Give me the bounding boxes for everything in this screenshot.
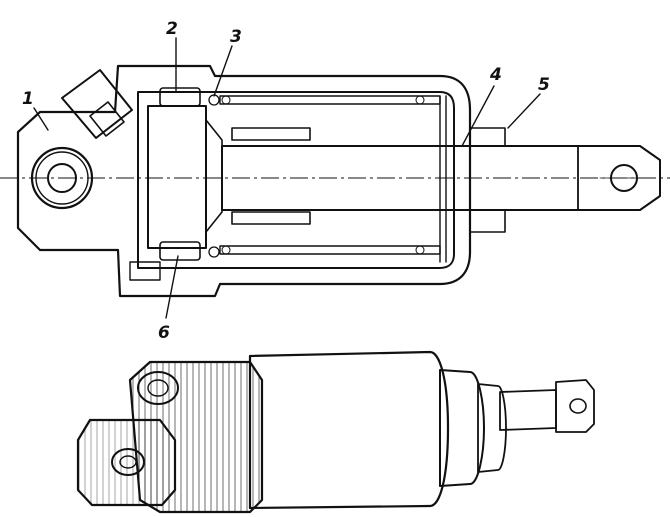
rod-gland [469,127,506,147]
o-ring-bottom [208,246,220,258]
callout-4: 4 [489,65,502,85]
spring-top [219,95,447,263]
step-collar [477,383,507,473]
piston-rod [221,145,661,211]
spring-bottom [219,245,441,255]
guide-sleeve [231,127,311,141]
rod-gland-lower [469,209,506,233]
leader-lines [33,37,541,319]
cylinder-bore [137,91,455,269]
callout-1: 1 [22,89,34,109]
cylinder-body [248,350,450,510]
hose-fitting [61,69,133,139]
rear-collar [439,369,485,487]
piston [147,105,207,249]
fitting-port [137,371,179,405]
seal-bottom [159,241,201,261]
callout-3: 3 [230,27,242,47]
section-view: 1 2 3 4 5 6 [0,19,670,343]
guide-sleeve-lower [231,211,311,225]
piston-flare [205,119,223,233]
housing-section [16,64,472,298]
external-view [76,350,595,514]
external-rod [499,389,557,431]
callout-6: 6 [158,323,170,343]
rod-end [555,379,595,433]
seal-top [159,87,201,107]
callout-2: 2 [166,19,178,39]
callout-5: 5 [538,75,550,95]
